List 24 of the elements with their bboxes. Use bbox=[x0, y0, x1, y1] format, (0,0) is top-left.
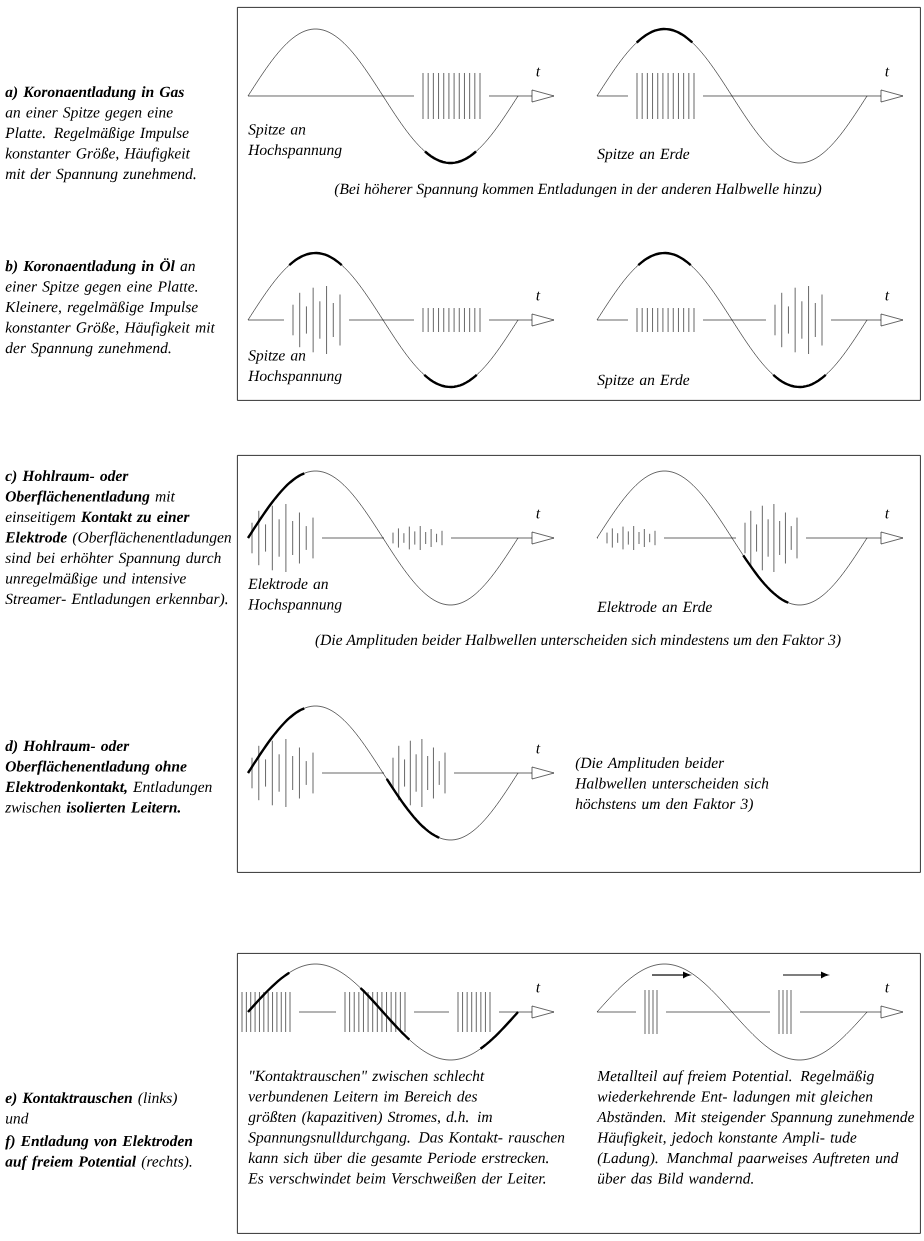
description-text: b) Koronaentladung in Öl an einer Spitze gegen eine Platte. Kleinere, regelmäßige Impulse konstanter Größe, Häufigkeit mit der Spannung zunehmend. bbox=[5, 258, 216, 357]
caption-text: Elektrode an Hochspannung bbox=[248, 578, 342, 613]
caption-text: Spitze an Hochspannung bbox=[248, 350, 342, 385]
caption-text: Elektrode an Erde bbox=[597, 601, 712, 613]
caption-text: Spitze an Erde bbox=[597, 374, 690, 389]
description-text: a) Koronaentladung in Gas an einer Spitze gegen eine Platte. Regelmäßige Impulse konstanter Größe, Häufigkeit mit der Spannung zunehmend. bbox=[5, 86, 196, 183]
description-text: "Kontaktrauschen" zwischen schlecht verbundenen Leitern im Bereich des größten (kapazitiven) Stromes, d.h. im Spannungsnulldurchgang. Das Kontakt- rauschen kann sich über die gesamte Periode erstrecken. Es verschwindet beim Verschweißen der Leiter. bbox=[248, 1070, 565, 1184]
note-text: (Die Amplituden beider Halbwellen unterscheiden sich mindestens um den Faktor 3) bbox=[315, 634, 841, 649]
axis-label: t bbox=[885, 67, 890, 77]
axis-label: t bbox=[536, 983, 541, 993]
axis-label: t bbox=[536, 291, 541, 301]
note-text: (Bei höherer Spannung kommen Entladungen in der anderen Halbwelle hinzu) bbox=[334, 183, 822, 198]
description-text: Metallteil auf freiem Potential. Regelmäßig wiederkehrende Ent- ladungen mit gleichen Abständen. Mit steigender Spannung zunehmende Häufigkeit, jedoch konstante Ampli- tude (Ladung). Manchmal paarweises Auftreten und über das Bild wandernd. bbox=[596, 1070, 915, 1184]
axis-label: t bbox=[536, 509, 541, 519]
caption-text: Spitze an Hochspannung bbox=[248, 124, 342, 159]
axis-label: t bbox=[885, 509, 890, 519]
caption-text: Spitze an Erde bbox=[597, 148, 690, 163]
note-text: (Die Amplituden beider Halbwellen unterscheiden sich höchstens um den Faktor 3) bbox=[575, 757, 769, 813]
axis-label: t bbox=[536, 67, 541, 77]
description-text: d) Hohlraum- oder Oberflächenentladung ohne Elektrodenkontakt, Entladungen zwischen isolierten Leitern. bbox=[5, 740, 212, 813]
axis-label: t bbox=[885, 983, 890, 993]
description-text: f) Entladung von Elektroden auf freiem Potential (rechts). bbox=[5, 1135, 193, 1170]
axis-label: t bbox=[885, 291, 890, 301]
axis-label: t bbox=[536, 744, 541, 754]
